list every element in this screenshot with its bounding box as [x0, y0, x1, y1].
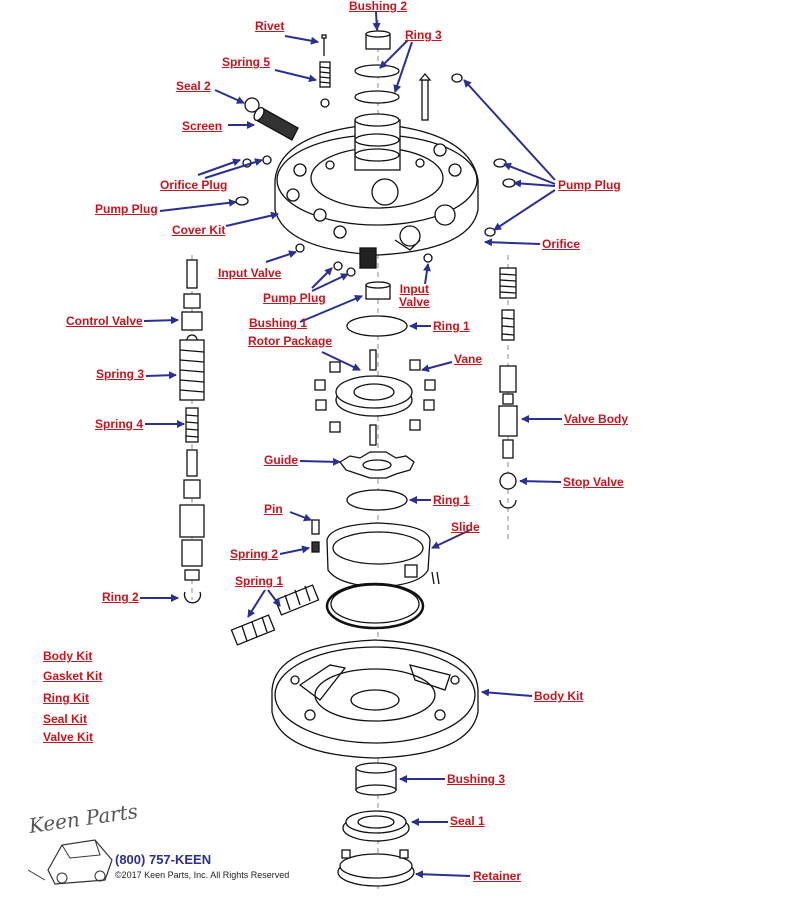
- label-spring-2[interactable]: Spring 2: [230, 547, 279, 561]
- label-pump-plug-lower[interactable]: Pump Plug: [263, 291, 326, 305]
- plug-top-part: [451, 73, 463, 83]
- vane-parts: [314, 359, 436, 433]
- label-seal-2[interactable]: Seal 2: [176, 79, 211, 93]
- ring-1-lower-part: [346, 489, 408, 511]
- label-control-valve[interactable]: Control Valve: [66, 314, 143, 328]
- label-spring-1[interactable]: Spring 1: [235, 574, 284, 588]
- bushing-3-part: [355, 762, 397, 796]
- ring-3-lower-part: [354, 90, 400, 104]
- label-pump-plug-left[interactable]: Pump Plug: [95, 202, 158, 216]
- kit-link-body[interactable]: Body Kit: [43, 649, 93, 663]
- rivet-part: [321, 34, 327, 56]
- label-spring-3[interactable]: Spring 3: [96, 367, 145, 381]
- label-retainer[interactable]: Retainer: [473, 869, 522, 883]
- logo-text: Keen Parts: [26, 799, 139, 838]
- phone-number: (800) 757-KEEN: [115, 852, 212, 867]
- plug-right-1-part: [493, 158, 507, 168]
- label-pin[interactable]: Pin: [264, 502, 283, 516]
- leader-arrows: [140, 11, 562, 879]
- label-rotor-package[interactable]: Rotor Package: [248, 334, 333, 348]
- label-rivet[interactable]: Rivet: [255, 19, 285, 33]
- label-ring-1-lower[interactable]: Ring 1: [433, 493, 470, 507]
- slide-part: [326, 522, 440, 588]
- kit-link-ring[interactable]: Ring Kit: [43, 691, 89, 705]
- plug-right-2-part: [502, 178, 516, 188]
- car-icon: [47, 839, 113, 885]
- valve-left-part: [179, 449, 205, 604]
- seal-2-part: [244, 97, 260, 113]
- pump-cover-part: [274, 113, 479, 269]
- spring-5-part: [319, 61, 331, 108]
- label-cover-kit[interactable]: Cover Kit: [172, 223, 226, 237]
- cover-bolt-part: [418, 72, 432, 121]
- label-guide[interactable]: Guide: [264, 453, 299, 467]
- seal-1-part: [342, 810, 410, 842]
- bushing-2-part: [365, 30, 391, 50]
- label-bushing-2[interactable]: Bushing 2: [349, 0, 408, 13]
- retainer-part: [337, 849, 415, 887]
- label-slide[interactable]: Slide: [451, 520, 480, 534]
- label-spring-5[interactable]: Spring 5: [222, 55, 271, 69]
- stop-valve-part: [499, 472, 517, 490]
- kit-link-seal[interactable]: Seal Kit: [43, 712, 88, 726]
- label-ring-3[interactable]: Ring 3: [405, 28, 442, 42]
- label-ring-2[interactable]: Ring 2: [102, 590, 139, 604]
- label-bushing-3[interactable]: Bushing 3: [447, 772, 506, 786]
- label-body-kit[interactable]: Body Kit: [534, 689, 584, 703]
- label-orifice[interactable]: Orifice: [542, 237, 581, 251]
- label-vane[interactable]: Vane: [454, 352, 483, 366]
- label-pump-plug-right[interactable]: Pump Plug: [558, 178, 621, 192]
- rotor-package-part: [335, 349, 413, 446]
- orifice-plug-2-part: [262, 155, 272, 165]
- pump-body-part: [271, 639, 479, 759]
- label-screen[interactable]: Screen: [182, 119, 223, 133]
- ring-right-part: [499, 499, 517, 509]
- label-orifice-plug[interactable]: Orifice Plug: [160, 178, 228, 192]
- kit-link-valve[interactable]: Valve Kit: [43, 730, 94, 744]
- spring-3-part: [179, 339, 205, 401]
- pump-plug-left-part: [235, 196, 249, 206]
- ring-1-upper-part: [346, 315, 408, 337]
- pin-part: [311, 519, 320, 535]
- guide-part: [339, 451, 415, 479]
- spring-2-part: [311, 541, 320, 553]
- label-input-valve-right[interactable]: Input Valve: [399, 282, 430, 309]
- label-input-valve-left[interactable]: Input Valve: [218, 266, 282, 280]
- spring-4-part: [185, 407, 199, 443]
- valve-body-spring-part: [499, 267, 517, 341]
- input-valve-right-part: [423, 253, 433, 263]
- label-spring-4[interactable]: Spring 4: [95, 417, 144, 431]
- plug-right-3-part: [484, 227, 496, 237]
- label-seal-1[interactable]: Seal 1: [450, 814, 485, 828]
- spring-1-part: [230, 584, 320, 646]
- slide-ring-part: [325, 582, 425, 630]
- control-valve-part: [181, 259, 203, 346]
- pump-plug-lower-1-part: [333, 261, 343, 271]
- pump-plug-lower-2-part: [346, 267, 356, 277]
- label-ring-1-upper[interactable]: Ring 1: [433, 319, 470, 333]
- label-stop-valve[interactable]: Stop Valve: [563, 475, 624, 489]
- bushing-1-part: [365, 281, 391, 300]
- input-valve-plug-part: [295, 243, 305, 253]
- label-valve-body[interactable]: Valve Body: [564, 412, 629, 426]
- kit-link-gasket[interactable]: Gasket Kit: [43, 669, 103, 683]
- copyright-text: ©2017 Keen Parts, Inc. All Rights Reserv…: [115, 870, 290, 880]
- valve-body-part: [498, 365, 518, 459]
- ring-3-upper-part: [354, 64, 400, 78]
- screen-part: [253, 106, 299, 141]
- label-bushing-1[interactable]: Bushing 1: [249, 316, 308, 330]
